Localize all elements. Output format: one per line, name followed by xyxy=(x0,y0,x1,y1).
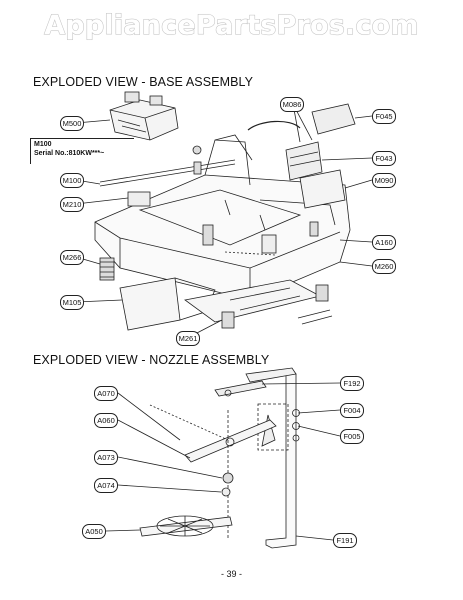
callout-f191: F191 xyxy=(333,533,357,548)
callout-m261: M261 xyxy=(176,331,200,346)
callout-f045: F045 xyxy=(372,109,396,124)
callout-m260: M260 xyxy=(372,259,396,274)
callout-a160: A160 xyxy=(372,235,396,250)
callout-m500: M500 xyxy=(60,116,84,131)
callout-m100: M100 xyxy=(60,173,84,188)
callout-m090: M090 xyxy=(372,173,396,188)
serial-note-serial: Serial No.:810KW***~ xyxy=(34,149,105,157)
callout-a070: A070 xyxy=(94,386,118,401)
callout-f005: F005 xyxy=(340,429,364,444)
callout-m210: M210 xyxy=(60,197,84,212)
base-assembly-title: EXPLODED VIEW - BASE ASSEMBLY xyxy=(33,75,254,89)
nozzle-assembly-title: EXPLODED VIEW - NOZZLE ASSEMBLY xyxy=(33,353,270,367)
serial-note: M100 Serial No.:810KW***~ xyxy=(30,138,134,164)
callout-f004: F004 xyxy=(340,403,364,418)
callout-f043: F043 xyxy=(372,151,396,166)
callout-a060: A060 xyxy=(94,413,118,428)
callout-m105: M105 xyxy=(60,295,84,310)
callout-a074: A074 xyxy=(94,478,118,493)
callout-a073: A073 xyxy=(94,450,118,465)
watermark: AppliancePartsPros.com xyxy=(44,10,419,42)
callout-a050: A050 xyxy=(82,524,106,539)
serial-note-model: M100 xyxy=(34,141,52,148)
callout-m266: M266 xyxy=(60,250,84,265)
callout-f192: F192 xyxy=(340,376,364,391)
page-number: - 39 - xyxy=(220,569,242,579)
callout-m086: M086 xyxy=(280,97,304,112)
